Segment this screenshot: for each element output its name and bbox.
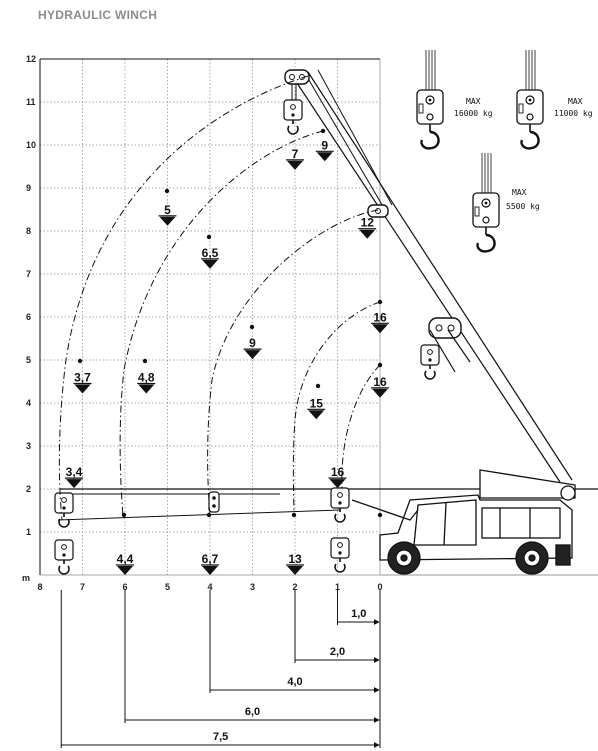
hook-16000: MAX 16000 kg bbox=[415, 48, 493, 150]
y-tick-label: 2 bbox=[26, 484, 31, 494]
hook-max-label: MAX bbox=[466, 97, 481, 106]
y-tick-label: 4 bbox=[26, 398, 31, 408]
x-tick-label: 0 bbox=[377, 582, 382, 592]
y-tick-label: 1 bbox=[26, 527, 31, 537]
boom-hook-blocks bbox=[54, 69, 471, 575]
capacity-marker bbox=[117, 566, 133, 575]
dimension-label: 7,5 bbox=[213, 731, 228, 743]
hook-5500: MAX 5500 kg bbox=[471, 151, 540, 253]
capacity-label: 3,7 bbox=[74, 371, 91, 385]
hook-max-value: 11000 kg bbox=[554, 109, 593, 118]
capacity-label: 16 bbox=[373, 310, 387, 324]
hook-max-label: MAX bbox=[512, 188, 527, 197]
capacity-marker bbox=[74, 384, 91, 394]
capacity-label: 3,4 bbox=[66, 465, 83, 479]
y-tick-label: 11 bbox=[26, 97, 36, 107]
ground-capacity-label: 4,4 bbox=[117, 552, 134, 566]
y-tick-label: 3 bbox=[26, 441, 31, 451]
ground-capacity-labels: 4,4 6,7 13 bbox=[116, 552, 304, 575]
capacity-label: 6,5 bbox=[202, 246, 219, 260]
capacity-label: 16 bbox=[331, 465, 345, 479]
dimension-label: 4,0 bbox=[287, 676, 302, 688]
crane-truck bbox=[351, 469, 576, 575]
capacity-marker bbox=[66, 479, 82, 489]
capacity-marker bbox=[308, 410, 325, 420]
dimension-label: 6,0 bbox=[245, 706, 260, 718]
capacity-marker bbox=[329, 479, 346, 489]
y-tick-label: 9 bbox=[26, 183, 31, 193]
y-tick-label: 8 bbox=[26, 226, 31, 236]
capacity-label: 16 bbox=[373, 375, 387, 389]
page-title: HYDRAULIC WINCH bbox=[38, 8, 158, 22]
capacity-marker bbox=[316, 152, 333, 162]
capacity-label: 12 bbox=[361, 216, 375, 230]
capacity-label: 15 bbox=[310, 396, 324, 410]
capacity-label: 9 bbox=[249, 336, 256, 350]
x-tick-label: 8 bbox=[37, 582, 42, 592]
hook-max-value: 16000 kg bbox=[454, 109, 493, 118]
dimension-label: 1,0 bbox=[351, 608, 366, 620]
capacity-marker bbox=[244, 350, 261, 360]
y-tick-label: 10 bbox=[26, 140, 36, 150]
hook-max-value: 5500 kg bbox=[506, 202, 540, 211]
radius-curves bbox=[58, 75, 381, 521]
x-tick-label: 3 bbox=[250, 582, 255, 592]
y-tick-label: 6 bbox=[26, 312, 31, 322]
ground-capacity-label: 13 bbox=[288, 552, 302, 566]
capacity-marker bbox=[138, 384, 155, 394]
y-tick-label: 7 bbox=[26, 269, 31, 279]
capacity-marker bbox=[359, 229, 376, 239]
hook-11000: MAX 11000 kg bbox=[515, 48, 593, 150]
capacity-label: 4,8 bbox=[138, 371, 155, 385]
hook-max-label: MAX bbox=[568, 97, 583, 106]
capacity-label: 7 bbox=[292, 147, 299, 161]
capacity-label: 9 bbox=[321, 138, 328, 152]
capacity-marker bbox=[202, 259, 218, 269]
y-tick-label: 5 bbox=[26, 355, 31, 365]
ground-capacity-label: 6,7 bbox=[202, 552, 219, 566]
capacity-marker bbox=[372, 388, 388, 398]
x-axis-ticks: 8 7 6 5 4 3 2 1 0 bbox=[37, 582, 382, 592]
x-tick-label: 1 bbox=[335, 582, 340, 592]
capacity-label: 5 bbox=[164, 203, 171, 217]
capacity-labels: 7 9 5 6,5 12 9 16 3,7 4,8 16 15 3,4 16 bbox=[65, 138, 389, 489]
capacity-marker bbox=[202, 566, 218, 575]
x-tick-label: 5 bbox=[165, 582, 170, 592]
x-tick-label: 2 bbox=[292, 582, 297, 592]
capacity-marker bbox=[287, 566, 303, 575]
x-tick-label: 4 bbox=[207, 582, 212, 592]
radius-dimensions: 1,0 2,0 4,0 6,0 7,5 bbox=[60, 590, 381, 748]
y-tick-label: 12 bbox=[26, 54, 36, 64]
dimension-label: 2,0 bbox=[330, 646, 345, 658]
curve-points bbox=[77, 128, 383, 518]
x-tick-label: 6 bbox=[122, 582, 127, 592]
x-tick-label: 7 bbox=[80, 582, 85, 592]
capacity-marker bbox=[287, 160, 303, 170]
capacity-marker bbox=[372, 324, 388, 334]
y-axis-unit: m bbox=[22, 573, 30, 583]
hook-legend: MAX 16000 kg MAX 11000 kg MAX 5500 kg bbox=[415, 48, 593, 253]
capacity-marker bbox=[159, 216, 176, 226]
